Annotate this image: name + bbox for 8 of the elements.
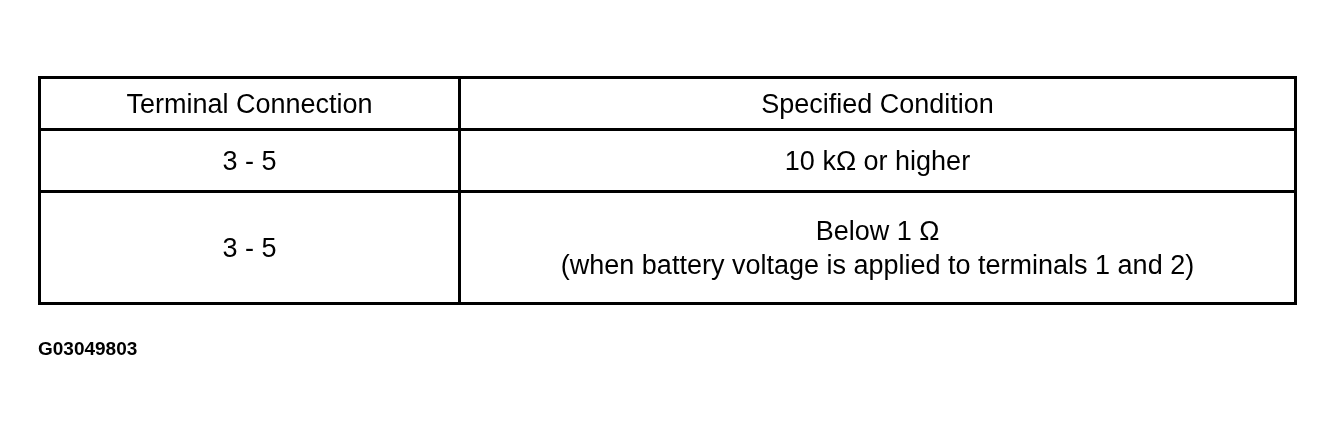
terminal-pair: 3 - 5 xyxy=(222,144,277,178)
column-header: Terminal Connection xyxy=(126,87,373,121)
figure-code: G03049803 xyxy=(38,338,138,360)
resistance-value: 10 kΩ or higher xyxy=(784,144,971,178)
terminal-pair: 3 - 5 xyxy=(222,231,277,265)
column-header: Specified Condition xyxy=(761,87,994,121)
condition-note: (when battery voltage is applied to terminals 1 and 2) xyxy=(560,248,1195,282)
resistance-value: Below 1 Ω xyxy=(815,214,940,248)
